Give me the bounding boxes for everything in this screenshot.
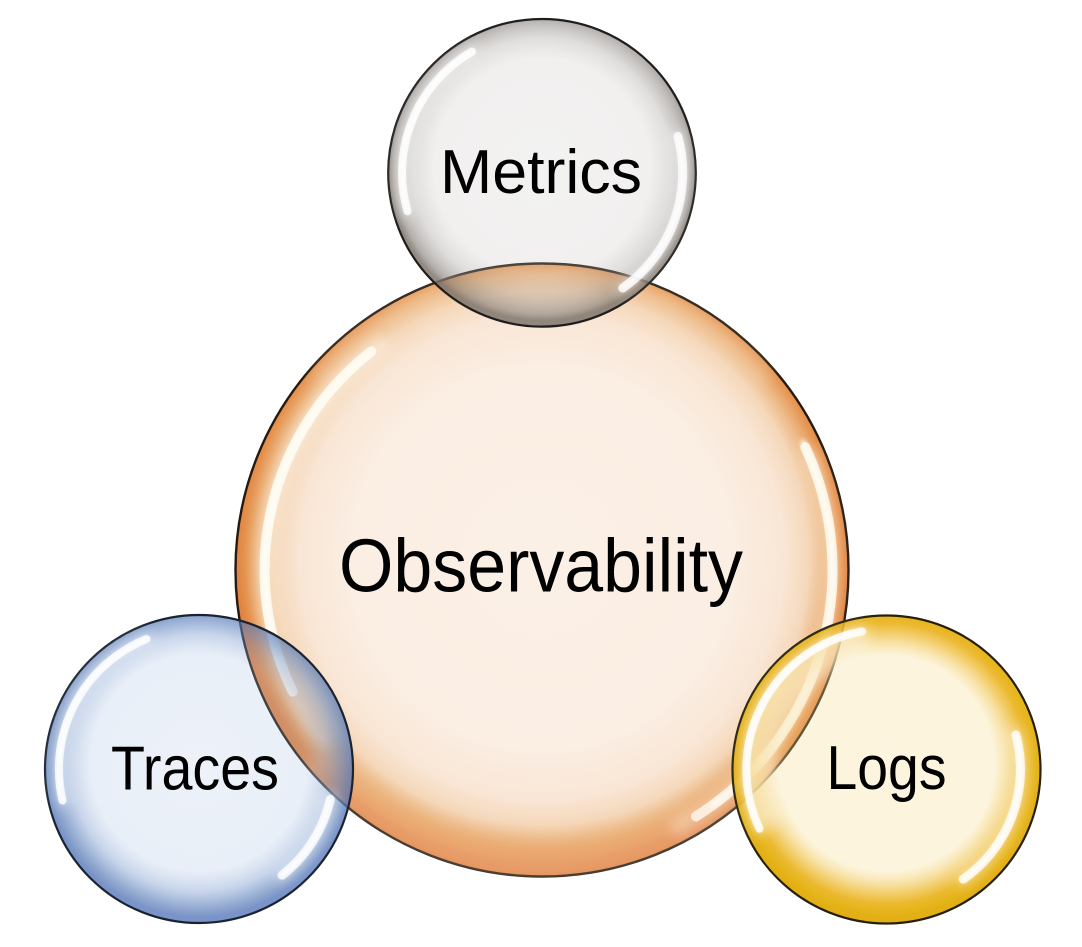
svg-text:Metrics: Metrics bbox=[440, 138, 642, 207]
svg-text:Traces: Traces bbox=[111, 734, 279, 803]
svg-text:Logs: Logs bbox=[827, 734, 947, 803]
svg-text:Observability: Observability bbox=[339, 524, 743, 608]
